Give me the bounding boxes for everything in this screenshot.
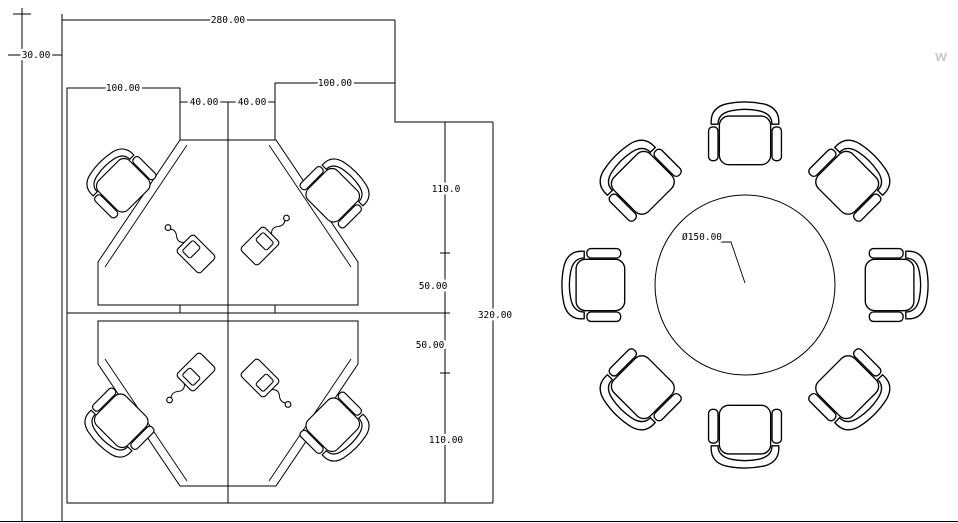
desk-top-left-edge	[104, 144, 188, 268]
dim-label-spine-right: 40.00	[238, 97, 267, 108]
dim-label-right-seg-bottom: 110.00	[429, 435, 464, 446]
round-table-group: Ø150.00	[561, 101, 929, 469]
desk-top-right-edge	[268, 144, 352, 268]
dim-label-total-height: 320.00	[478, 310, 513, 321]
dim-label-diameter: Ø150.00	[682, 232, 722, 243]
dim-label-total-width: 280.00	[211, 15, 246, 26]
dim-label-left-desk: 100.00	[106, 83, 141, 94]
wall-lines	[0, 8, 958, 522]
dim-label-right-desk: 100.00	[318, 78, 353, 89]
dimension-labels: 280.00 30.00 100.00 40.00 40.00 100.00 1…	[19, 13, 515, 449]
dim-label-right-seg-lower: 50.00	[416, 340, 445, 351]
dim-label-spine-left: 40.00	[190, 97, 219, 108]
dim-label-right-seg-top: 110.0	[432, 184, 461, 195]
cluster-outline	[66, 82, 446, 504]
workstation-cluster: 280.00 30.00 100.00 40.00 40.00 100.00 1…	[0, 8, 958, 522]
diameter-callout: Ø150.00	[679, 230, 746, 284]
dim-label-wall-offset: 30.00	[22, 50, 51, 61]
round-table-top	[654, 194, 836, 376]
dim-label-right-seg-upper: 50.00	[419, 281, 448, 292]
diameter-leader-line	[718, 241, 746, 284]
watermark: w	[934, 48, 947, 65]
desk-top-right	[227, 139, 359, 306]
